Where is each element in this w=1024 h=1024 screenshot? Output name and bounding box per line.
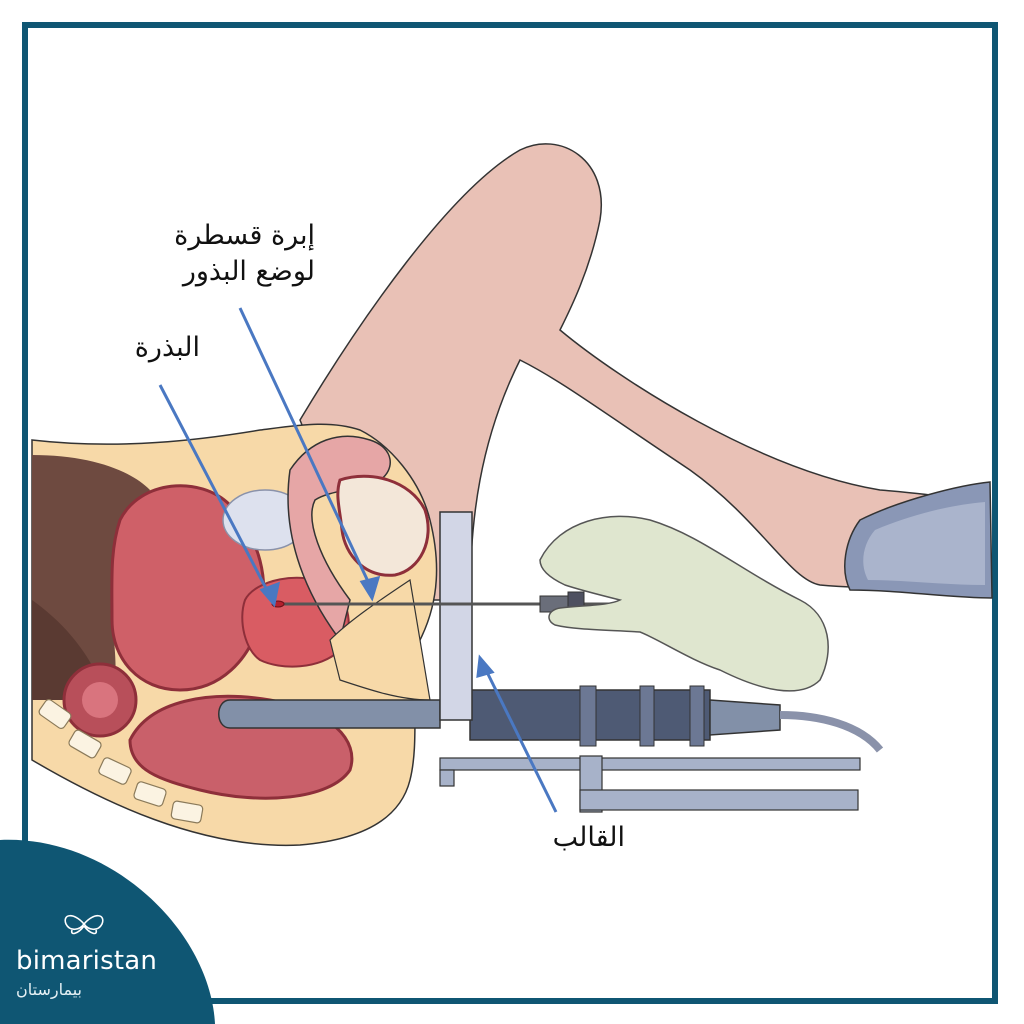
label-template: القالب xyxy=(552,822,625,853)
stepper-base xyxy=(439,755,861,813)
label-needle-line2: لوضع البذور xyxy=(182,256,315,288)
label-needle-line1: إبرة قسطرة xyxy=(174,220,315,251)
label-catheter-needle: إبرة قسطرة لوضع البذور xyxy=(140,218,315,291)
ultrasound-probe xyxy=(218,685,884,753)
label-seed: البذرة xyxy=(134,332,200,363)
arrow-seed xyxy=(158,384,272,597)
arrows xyxy=(158,307,558,813)
logo-arabic: بيمارستان xyxy=(16,980,82,999)
arrow-needle xyxy=(238,307,374,591)
logo-corner xyxy=(0,839,215,1024)
frame-border xyxy=(22,22,998,1004)
butterfly-icon xyxy=(64,914,104,935)
spine xyxy=(38,698,204,824)
bladder xyxy=(110,484,266,692)
logo-wordmark: bimaristan xyxy=(16,946,158,976)
penis xyxy=(287,435,391,642)
gloved-hand xyxy=(539,515,829,692)
template-plate xyxy=(439,511,473,721)
arrow-template xyxy=(482,665,558,813)
